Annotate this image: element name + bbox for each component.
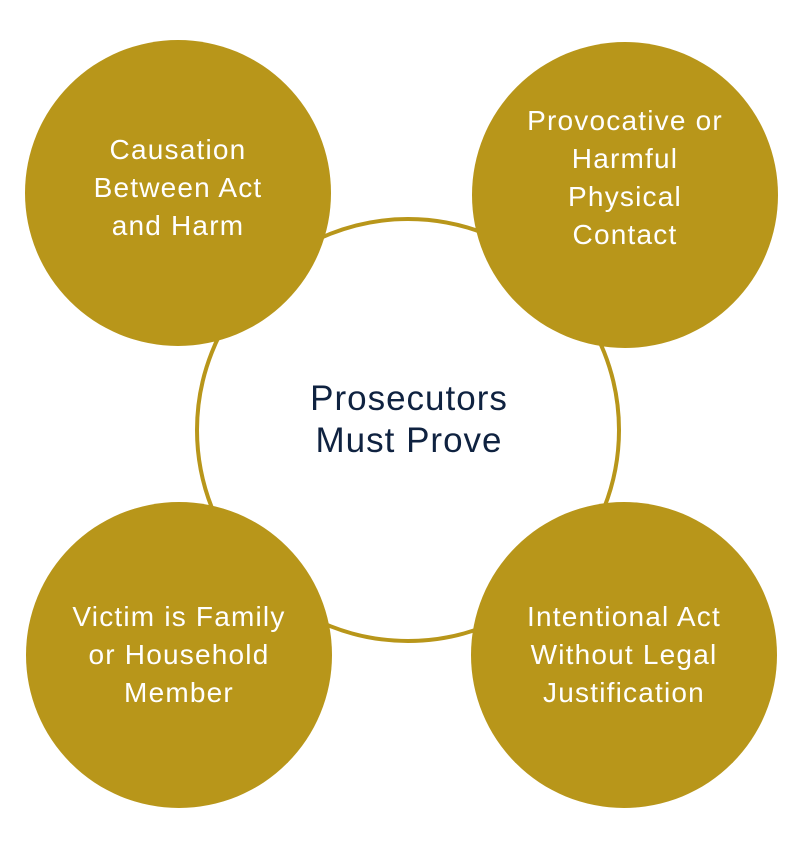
center-label-line: Prosecutors — [310, 379, 508, 418]
bubble-label-line: or Household — [88, 639, 270, 670]
center-label-line: Must Prove — [315, 421, 503, 460]
bubble-label-line: Victim is Family — [72, 601, 286, 632]
element-victim-relationship-bubble: Victim is Family or Household Member — [26, 502, 332, 808]
bubble-label-line: Justification — [543, 677, 705, 708]
bubble-label-line: Provocative or — [527, 105, 723, 136]
center-label: Prosecutors Must Prove — [220, 378, 598, 462]
element-causation-bubble: Causation Between Act and Harm — [25, 40, 331, 346]
bubble-label-line: Intentional Act — [527, 601, 721, 632]
bubble-label-line: Member — [124, 677, 234, 708]
bubble-label-line: Physical — [568, 181, 682, 212]
bubble-label-line: Without Legal — [530, 639, 718, 670]
bubble-label-line: Harmful — [571, 143, 679, 174]
bubble-label-line: Causation — [109, 134, 247, 165]
bubble-label-line: and Harm — [111, 210, 245, 241]
bubble-label-line: Between Act — [93, 172, 263, 203]
element-intentional-act-bubble: Intentional Act Without Legal Justificat… — [471, 502, 777, 808]
element-physical-contact-bubble: Provocative or Harmful Physical Contact — [472, 42, 778, 348]
bubble-label-line: Contact — [572, 219, 678, 250]
